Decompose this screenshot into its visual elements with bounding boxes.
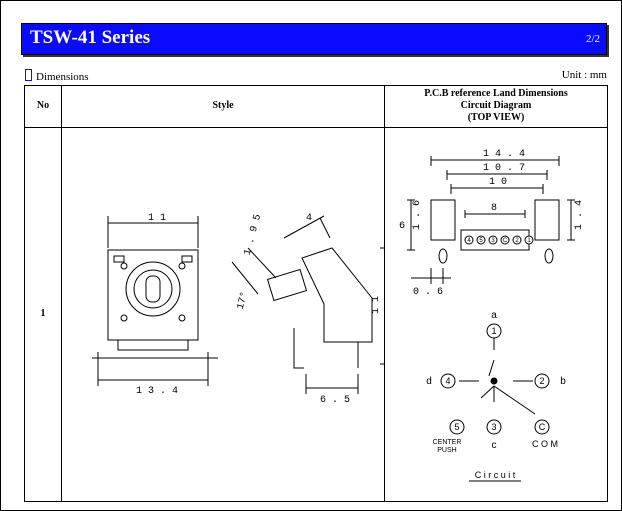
svg-text:5: 5 — [479, 238, 483, 244]
dim-side-slant — [231, 247, 277, 295]
header-no: No — [36, 100, 50, 111]
dim-pins-span-label: 1 0 — [489, 177, 507, 188]
column-divider — [61, 86, 62, 501]
com-label: C O M — [532, 439, 558, 449]
front-hole — [120, 314, 128, 322]
front-hole — [178, 314, 186, 322]
svg-text:4: 4 — [467, 238, 471, 244]
dim-height-right — [567, 199, 575, 241]
dim-side-top-label: 4 — [306, 213, 312, 224]
dim-height-small-label: 1 . 6 — [412, 200, 423, 230]
dim-hole-offset-label: 0 . 6 — [413, 287, 443, 298]
dim-side-height — [380, 247, 384, 365]
svg-text:2: 2 — [539, 376, 544, 386]
style-drawing: 1 1 1 3 . 4 4 1 . 9 5 17° 1 1 6 . 5 — [92, 213, 384, 406]
pcb-pin-labels: 4 5 3 C 2 1 — [467, 238, 531, 244]
dim-front-width-label: 1 1 — [148, 213, 166, 224]
circuit-node-numbers: 1 4 2 5 3 C — [445, 326, 545, 432]
front-body — [107, 249, 199, 341]
row-number: 1 — [40, 308, 46, 319]
dim-side-top — [283, 215, 331, 239]
front-base — [92, 352, 218, 364]
side-body — [301, 247, 373, 343]
dim-height-right-label: 1 . 4 — [574, 200, 585, 230]
svg-text:2: 2 — [515, 238, 519, 244]
circuit-label-d: d — [426, 376, 432, 387]
section-title: Dimensions — [36, 71, 89, 83]
dim-side-base — [305, 374, 359, 394]
section-heading: Dimensions — [25, 69, 89, 83]
circuit-labels: a b c d CENTER PUSH C O M C i r c u i t — [426, 310, 566, 480]
front-terminals — [117, 339, 189, 351]
front-knob-outer — [125, 261, 181, 317]
front-hole — [120, 262, 128, 270]
column-divider — [384, 86, 385, 501]
dim-front-width — [107, 216, 199, 248]
header-divider — [25, 127, 607, 128]
front-hole — [178, 262, 186, 270]
circuit-wires — [459, 338, 536, 415]
svg-text:4: 4 — [445, 376, 450, 386]
circuit-nodes — [440, 323, 550, 435]
dim-pitch — [464, 210, 526, 218]
svg-text:3: 3 — [491, 422, 496, 432]
center-push-line1: CENTER — [433, 439, 462, 446]
dim-side-slant-label: 1 . 9 5 — [243, 213, 264, 256]
series-title: TSW-41 Series — [30, 27, 151, 48]
dim-side-base-label: 6 . 5 — [320, 395, 350, 406]
header-pcb-line2: Circuit Diagram — [460, 100, 532, 111]
dim-height-left-label: 6 — [399, 221, 405, 232]
front-shaft — [145, 275, 161, 303]
svg-text:C: C — [503, 238, 508, 244]
header-style: Style — [212, 100, 234, 111]
pcb-right-pad — [534, 199, 560, 241]
circuit-label-a: a — [491, 310, 497, 321]
pcb-drawing: 1 4 . 4 1 0 . 7 1 0 8 6 1 . 6 1 . 4 0 . … — [399, 149, 585, 482]
svg-text:1: 1 — [491, 326, 496, 336]
circuit-label-b: b — [560, 376, 566, 387]
front-knob-inner — [133, 269, 173, 309]
dim-side-height-label: 1 1 — [371, 296, 382, 314]
dimensions-table: No Style P.C.B reference Land Dimensions… — [24, 85, 608, 502]
title-banner: TSW-41 Series 2/2 — [21, 23, 607, 55]
dim-overall — [430, 156, 560, 166]
svg-text:5: 5 — [454, 422, 459, 432]
page-number: 2/2 — [585, 33, 600, 45]
dim-side-angle-label: 17° — [235, 290, 251, 311]
front-tabs — [113, 255, 193, 263]
dim-hole-offset — [411, 268, 451, 284]
circuit-label-c: c — [492, 440, 497, 451]
svg-text:C: C — [539, 422, 546, 432]
dim-pitch-label: 8 — [491, 203, 497, 214]
dim-inner — [446, 170, 548, 180]
dim-overall-label: 1 4 . 4 — [483, 149, 525, 160]
pcb-pin-markers — [464, 235, 534, 245]
svg-text:3: 3 — [491, 238, 495, 244]
pcb-left-pad — [430, 199, 456, 241]
header-pcb: P.C.B reference Land Dimensions Circuit … — [385, 88, 607, 124]
side-terminals — [293, 328, 359, 369]
unit-label: Unit : mm — [561, 69, 607, 81]
section-marker-icon — [25, 69, 32, 81]
dim-front-base-label: 1 3 . 4 — [136, 386, 178, 397]
svg-text:1: 1 — [527, 238, 531, 244]
dim-inner-label: 1 0 . 7 — [483, 163, 525, 174]
dim-pins-span — [450, 184, 544, 194]
circuit-caption: C i r c u i t — [475, 470, 516, 480]
center-push-line2: PUSH — [437, 447, 456, 454]
pcb-hole-right — [544, 248, 554, 264]
dim-front-base — [97, 360, 209, 386]
header-pcb-line3: (TOP VIEW) — [467, 112, 525, 123]
pcb-hole-left — [438, 248, 448, 264]
dim-height-left — [407, 199, 415, 251]
side-shaft — [266, 268, 308, 302]
header-pcb-line1: P.C.B reference Land Dimensions — [424, 88, 568, 99]
